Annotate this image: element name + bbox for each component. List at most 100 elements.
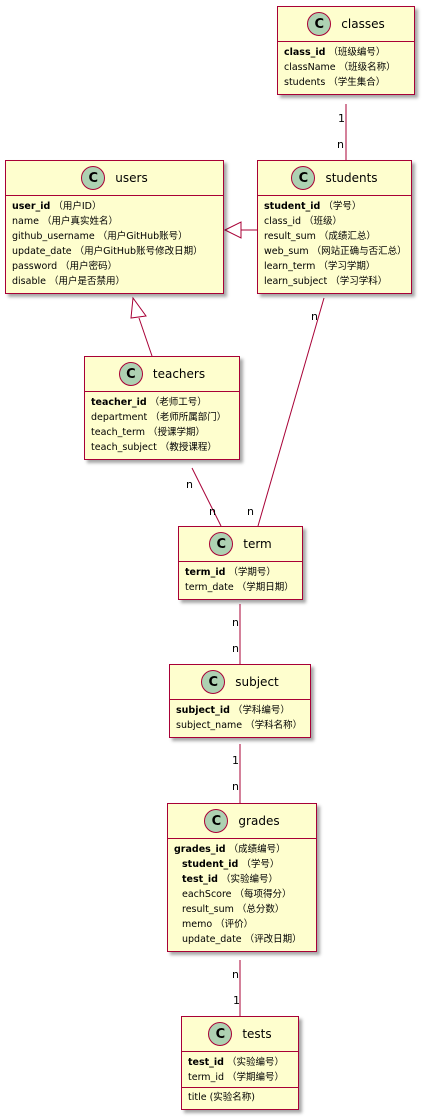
class-fields: grades_id（成绩编号） student_id（学号） test_id（实… <box>168 839 316 951</box>
field-row: grades_id（成绩编号） <box>174 842 310 857</box>
field-row: department（老师所属部门） <box>91 410 233 425</box>
field-name: test_id <box>182 874 218 885</box>
mult-subject-grades-from: 1 <box>232 754 239 767</box>
field-row: name（用户真实姓名） <box>12 214 217 229</box>
class-box-tests[interactable]: C tests test_id（实验编号） term_id（学期编号） titl… <box>181 1016 299 1110</box>
method-name: title <box>188 1092 207 1103</box>
class-box-grades[interactable]: C grades grades_id（成绩编号） student_id（学号） … <box>167 803 317 952</box>
mult-grades-tests-to: 1 <box>233 994 240 1007</box>
field-row: update_date（评改日期） <box>174 932 310 947</box>
class-title: grades <box>238 814 280 828</box>
class-box-classes[interactable]: C classes class_id（班级编号） className（班级名称）… <box>277 6 415 95</box>
field-desc: （学生集合） <box>328 77 386 88</box>
field-row: test_id（实验编号） <box>188 1055 292 1070</box>
field-row: term_date（学期日期） <box>185 580 296 595</box>
field-name: class_id <box>264 216 302 227</box>
field-desc: （班级） <box>304 216 343 227</box>
class-box-term[interactable]: C term term_id（学期号） term_date（学期日期） <box>178 526 303 600</box>
relation-students-term <box>257 297 325 527</box>
class-box-users[interactable]: C users user_id（用户ID） name（用户真实姓名） githu… <box>5 160 224 294</box>
field-row: term_id（学期编号） <box>188 1070 292 1085</box>
field-desc: （学期日期） <box>236 582 294 593</box>
mult-term-subject-to: n <box>232 642 239 655</box>
field-row: student_id（学号） <box>264 199 405 214</box>
field-name: test_id <box>188 1057 224 1068</box>
class-title: subject <box>235 675 279 689</box>
field-row: result_sum（总分数） <box>174 902 310 917</box>
field-name: eachScore <box>182 889 232 900</box>
field-row: user_id（用户ID） <box>12 199 217 214</box>
field-row: test_id（实验编号） <box>174 872 310 887</box>
field-name: result_sum <box>182 904 234 915</box>
field-row: result_sum（成绩汇总） <box>264 229 405 244</box>
method-row: title(实验名称) <box>188 1090 292 1105</box>
field-desc: （成绩汇总） <box>318 231 376 242</box>
mult-teachers-term-to: n <box>209 505 216 518</box>
field-row: web_sum（网站正确与否汇总） <box>264 244 407 259</box>
field-row: subject_id（学科编号） <box>176 703 304 718</box>
field-desc: （授课学期） <box>147 427 205 438</box>
field-name: memo <box>182 919 213 930</box>
field-desc: （用户是否禁用） <box>48 276 125 287</box>
field-desc: （学期编号） <box>226 1072 284 1083</box>
class-box-subject[interactable]: C subject subject_id（学科编号） subject_name（… <box>169 664 311 738</box>
field-name: term_id <box>188 1072 224 1083</box>
field-desc: （学习学期） <box>318 261 376 272</box>
field-name: class_id <box>284 47 326 58</box>
mult-subject-grades-to: n <box>232 780 239 793</box>
field-desc: （教授课程） <box>159 442 217 453</box>
field-desc: （班级编号） <box>328 47 386 58</box>
class-header: C subject <box>170 665 310 700</box>
field-name: students <box>284 77 326 88</box>
field-row: class_id（班级） <box>264 214 405 229</box>
field-desc: （用户GitHub账号） <box>97 231 188 242</box>
class-fields: subject_id（学科编号） subject_name（学科名称） <box>170 700 310 737</box>
class-header: C tests <box>182 1017 298 1052</box>
field-desc: （老师所属部门） <box>150 412 227 423</box>
field-desc: （用户密码） <box>60 261 118 272</box>
class-icon: C <box>307 12 332 36</box>
field-row: learn_term（学习学期） <box>264 259 405 274</box>
field-name: name <box>12 216 39 227</box>
relation-teachers-term <box>191 467 222 527</box>
field-desc: （老师工号） <box>149 397 207 408</box>
field-name: update_date <box>182 934 242 945</box>
field-name: teacher_id <box>91 397 147 408</box>
field-desc: （学号） <box>241 859 280 870</box>
field-row: learn_subject（学习学科） <box>264 274 405 289</box>
field-name: department <box>91 412 148 423</box>
field-row: eachScore（每项得分） <box>174 887 310 902</box>
field-row: term_id（学期号） <box>185 565 296 580</box>
field-name: term_id <box>185 567 226 578</box>
class-fields: test_id（实验编号） term_id（学期编号） title(实验名称) <box>182 1052 298 1109</box>
class-fields: teacher_id（老师工号） department（老师所属部门） teac… <box>85 392 239 459</box>
class-header: C term <box>179 527 302 562</box>
mult-students-term-to: n <box>247 505 254 518</box>
relation-teachers-users <box>138 317 153 357</box>
field-row: teacher_id（老师工号） <box>91 395 233 410</box>
inheritance-arrow-teachers-users <box>130 296 147 319</box>
field-desc: （评改日期） <box>244 934 302 945</box>
class-box-students[interactable]: C students student_id（学号） class_id（班级） r… <box>257 160 412 294</box>
field-desc: （学科编号） <box>232 705 290 716</box>
class-header: C students <box>258 161 411 196</box>
field-name: learn_term <box>264 261 316 272</box>
class-icon: C <box>209 532 234 556</box>
mult-teachers-term-from: n <box>186 478 193 491</box>
field-name: update_date <box>12 246 72 257</box>
field-row: student_id（学号） <box>174 857 310 872</box>
field-name: subject_id <box>176 705 230 716</box>
field-desc: （学号） <box>323 201 362 212</box>
class-fields: student_id（学号） class_id（班级） result_sum（成… <box>258 196 411 293</box>
field-name: github_username <box>12 231 95 242</box>
field-desc: （用户真实姓名） <box>41 216 118 227</box>
field-row: teach_subject（教授课程） <box>91 440 233 455</box>
class-icon: C <box>208 1022 233 1046</box>
class-icon: C <box>118 362 143 386</box>
field-name: grades_id <box>174 844 226 855</box>
mult-classes-students-to: n <box>337 138 344 151</box>
field-desc: （班级名称） <box>338 62 396 73</box>
field-name: disable <box>12 276 46 287</box>
class-box-teachers[interactable]: C teachers teacher_id（老师工号） department（老… <box>84 356 240 460</box>
field-row: disable（用户是否禁用） <box>12 274 217 289</box>
